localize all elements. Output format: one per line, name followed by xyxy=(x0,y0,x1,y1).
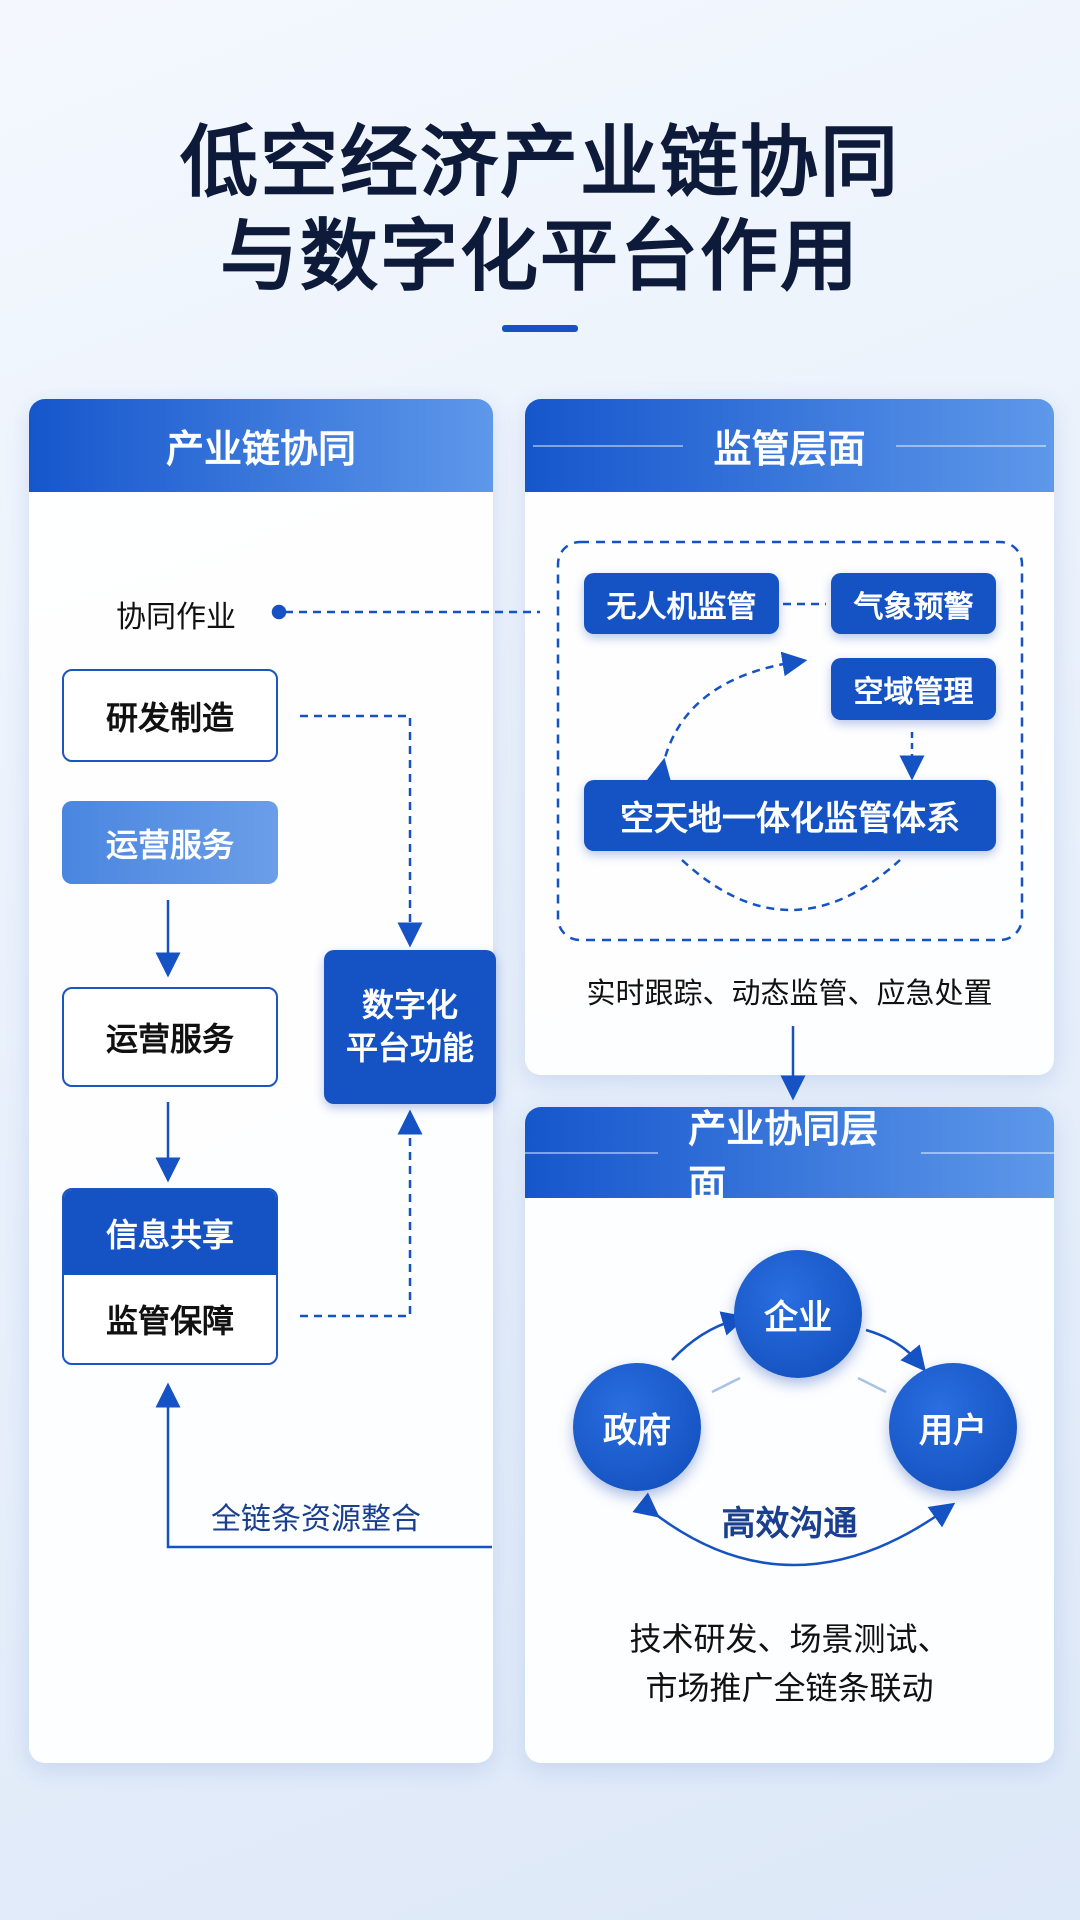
rd-manufacturing-box[interactable]: 研发制造 xyxy=(62,669,278,762)
regulation-guarantee-box[interactable]: 监管保障 xyxy=(105,1302,234,1340)
integration-label: 全链条资源整合 xyxy=(211,1502,421,1537)
cycle-arrow xyxy=(647,651,808,785)
info-regulation-group: 信息共享 监管保障 xyxy=(62,1188,278,1365)
card-header: 监管层面 xyxy=(525,399,1054,492)
faint-links xyxy=(711,1376,887,1394)
page-title-line1: 低空经济产业链协同 xyxy=(179,118,900,208)
page-title-line2: 与数字化平台作用 xyxy=(219,212,860,302)
operation-service-box[interactable]: 运营服务 xyxy=(62,987,278,1087)
airspace-management-box[interactable]: 空域管理 xyxy=(831,658,996,720)
rd-to-platform-arrow xyxy=(300,714,423,948)
cooperation-label: 协同作业 xyxy=(116,600,236,635)
cycle-lower-arc xyxy=(681,859,901,912)
card-header: 产业协同层面 xyxy=(525,1107,1054,1206)
industry-caption-line2: 市场推广全链条联动 xyxy=(645,1669,934,1707)
user-node[interactable]: 用户 xyxy=(889,1363,1017,1491)
cooperation-dot xyxy=(271,604,287,620)
enterprise-user-arrow xyxy=(865,1328,926,1372)
weather-warning-box[interactable]: 气象预警 xyxy=(831,573,996,634)
card-header: 产业链协同 xyxy=(29,399,493,492)
card-title: 产业协同层面 xyxy=(688,1107,879,1206)
gov-enterprise-arrow xyxy=(671,1311,748,1361)
card-title: 产业链协同 xyxy=(165,427,356,471)
platform-line2: 平台功能 xyxy=(345,1029,474,1067)
info-share-box[interactable]: 信息共享 xyxy=(64,1190,276,1275)
title-underline xyxy=(502,325,578,332)
drone-regulation-box[interactable]: 无人机监管 xyxy=(584,573,779,634)
integration-arrow xyxy=(155,1382,492,1549)
communication-arrow xyxy=(632,1492,956,1567)
regulation-caption: 实时跟踪、动态监管、应急处置 xyxy=(586,976,993,1010)
regulation-to-platform-arrow xyxy=(300,1109,423,1318)
platform-line1: 数字化 xyxy=(361,985,458,1024)
government-node[interactable]: 政府 xyxy=(573,1363,701,1491)
integrated-system-box[interactable]: 空天地一体化监管体系 xyxy=(584,780,996,851)
digital-platform-box[interactable]: 数字化 平台功能 xyxy=(324,950,496,1104)
regulation-dashed-frame xyxy=(556,540,1024,942)
industry-caption-line1: 技术研发、场景测试、 xyxy=(629,1620,950,1658)
card-title: 监管层面 xyxy=(713,427,866,471)
operation-service-highlight-box[interactable]: 运营服务 xyxy=(62,801,278,884)
communication-label: 高效沟通 xyxy=(721,1504,858,1544)
enterprise-node[interactable]: 企业 xyxy=(734,1250,862,1378)
